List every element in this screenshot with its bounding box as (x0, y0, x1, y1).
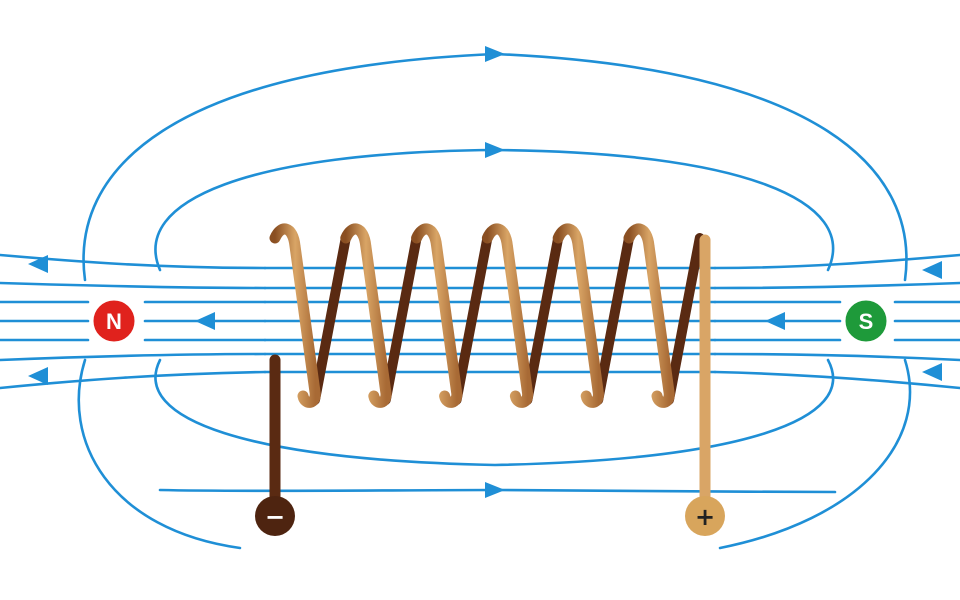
coil-front-windings (269, 223, 675, 408)
field-line-left-6 (0, 352, 267, 362)
coil-front-segment (481, 223, 534, 408)
arrowhead-icon (922, 261, 942, 279)
arrowhead-icon (28, 367, 48, 385)
arrowhead-icon (765, 312, 785, 330)
field-line-left-7 (0, 370, 267, 390)
south-pole-label: S (859, 309, 874, 334)
field-line-left-1 (0, 253, 267, 270)
field-line-right-1 (713, 253, 960, 270)
field-loop-outer-bottom (77, 358, 912, 550)
field-loop-inner-bottom (154, 358, 835, 467)
coil-back-segment (380, 233, 422, 405)
minus-icon: − (265, 503, 285, 531)
field-loop-outer-top (82, 52, 908, 282)
field-line-right-6 (713, 352, 960, 362)
arrowhead-icon (922, 363, 942, 381)
coil-back-segment (522, 233, 564, 405)
positive-terminal: + (685, 496, 725, 536)
field-line-right-7 (713, 370, 960, 390)
north-pole-badge: N (90, 297, 138, 345)
coil-back-segment (593, 233, 634, 405)
south-pole-badge: S (842, 297, 890, 345)
coil-back-segment (664, 233, 705, 405)
coil-front-segment (411, 223, 463, 408)
arrowhead-icon (28, 255, 48, 273)
coil-back-segment (451, 233, 493, 405)
arrowhead-icon (485, 142, 505, 158)
field-loop-inner-top (154, 148, 835, 272)
field-arrows (28, 46, 942, 498)
field-line-right-2 (713, 281, 960, 290)
coil-front-segment (623, 223, 675, 408)
arrowhead-icon (485, 46, 505, 62)
field-line-left-2 (0, 281, 267, 290)
coil-front-segment (340, 223, 392, 408)
coil-back-windings (310, 233, 705, 405)
north-pole-label: N (106, 309, 122, 334)
plus-icon: + (695, 503, 715, 531)
coil-back-segment (310, 233, 351, 405)
arrowhead-icon (195, 312, 215, 330)
coil-front-segment (269, 223, 321, 408)
negative-terminal: − (255, 496, 295, 536)
arrowhead-icon (485, 482, 505, 498)
coil-front-segment (552, 223, 604, 408)
